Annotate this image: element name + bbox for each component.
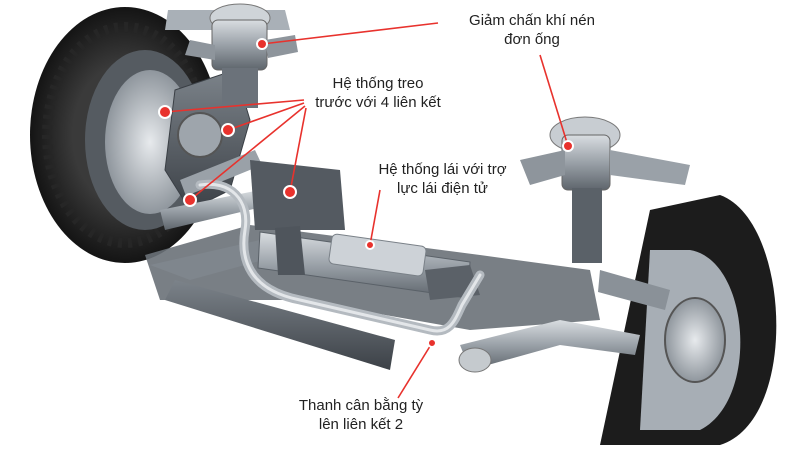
bar-leader [397, 342, 433, 399]
susp-dot-3 [183, 193, 197, 207]
suspension-label-line2: trước với 4 liên kết [315, 94, 441, 111]
susp-dot-1 [158, 105, 172, 119]
shock-leader-left [261, 22, 439, 45]
stabilizer-bar [195, 179, 485, 336]
steer-leader [369, 189, 381, 246]
shock-absorber-label: Giảm chấn khí nén đơn ống [437, 11, 627, 49]
stabilizer-label-line2: lên liên kết 2 [318, 416, 404, 433]
stabilizer-label-line1: Thanh cân bằng tỳ [298, 397, 424, 414]
suspension-label: Hệ thống treo trước với 4 liên kết [303, 74, 453, 112]
susp-leader-2 [227, 102, 305, 131]
callout-lines [164, 22, 569, 399]
steering-label-line2: lực lái điện tử [397, 180, 488, 197]
right-shock-absorber [520, 116, 690, 263]
shock-dot-left [256, 38, 268, 50]
suspension-label-line1: Hệ thống treo [332, 75, 424, 92]
callout-dots [158, 38, 574, 348]
steering-rack [257, 226, 480, 300]
steer-dot [365, 240, 375, 250]
bar-dot [427, 338, 437, 348]
shock-dot-right [562, 140, 574, 152]
shock-leader-right [539, 54, 569, 147]
shock-label-line2: đơn ống [504, 31, 560, 48]
susp-leader-3 [189, 105, 306, 201]
susp-leader-4 [289, 107, 307, 193]
steering-label-line1: Hệ thống lái với trợ [378, 161, 507, 178]
susp-dot-2 [221, 123, 235, 137]
left-shock-absorber [165, 3, 298, 108]
steering-label: Hệ thống lái với trợ lực lái điện tử [365, 160, 520, 198]
shock-label-line1: Giảm chấn khí nén [469, 12, 595, 29]
susp-dot-4 [283, 185, 297, 199]
right-wheel [600, 195, 777, 445]
right-lower-arms [458, 270, 670, 373]
stabilizer-label: Thanh cân bằng tỳ lên liên kết 2 [281, 396, 441, 434]
susp-leader-1 [164, 99, 305, 113]
